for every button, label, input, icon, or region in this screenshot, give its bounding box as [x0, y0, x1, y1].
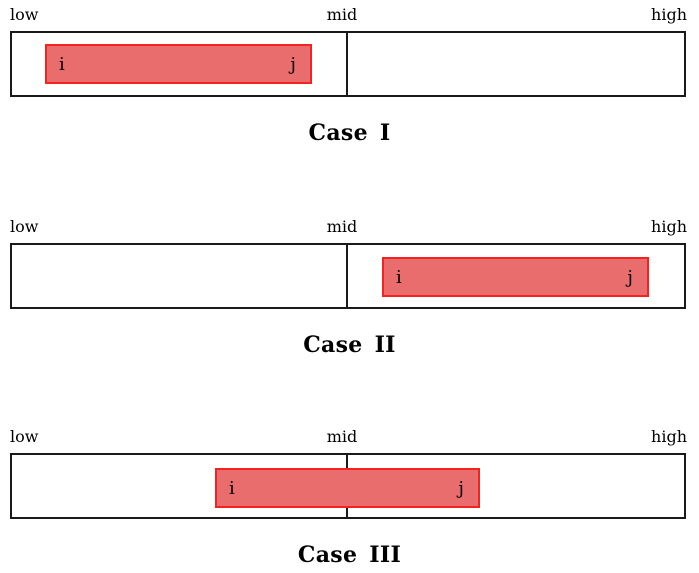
caption-prefix: Case — [308, 120, 368, 146]
search-range-rect: i j — [215, 468, 480, 508]
low-label: low — [10, 217, 39, 236]
case-1-diagram: low mid high i j Case I — [0, 5, 699, 155]
search-range-rect: i j — [382, 257, 649, 297]
range-j-label: j — [290, 53, 296, 75]
caption-numeral: III — [369, 542, 402, 568]
case-caption: Case III — [0, 542, 699, 568]
range-i-label: i — [229, 477, 235, 499]
range-i-label: i — [396, 266, 402, 288]
range-j-label: j — [458, 477, 464, 499]
array-bar: i j — [10, 243, 686, 309]
range-j-label: j — [627, 266, 633, 288]
caption-prefix: Case — [303, 332, 363, 358]
low-label: low — [10, 427, 39, 446]
case-3-diagram: low mid high i j Case III — [0, 427, 699, 573]
mid-label: mid — [326, 217, 358, 236]
array-bar: i j — [10, 453, 686, 519]
high-label: high — [651, 427, 687, 446]
caption-numeral: II — [374, 332, 396, 358]
caption-prefix: Case — [297, 542, 358, 568]
caption-numeral: I — [379, 120, 391, 146]
mid-label: mid — [326, 427, 358, 446]
mid-divider-line — [346, 33, 348, 95]
low-label: low — [10, 5, 39, 24]
mid-divider-line — [346, 245, 348, 307]
high-label: high — [651, 217, 687, 236]
mid-label: mid — [326, 5, 358, 24]
case-caption: Case I — [0, 120, 699, 146]
range-i-label: i — [59, 53, 65, 75]
search-range-rect: i j — [45, 44, 312, 84]
case-caption: Case II — [0, 332, 699, 358]
case-2-diagram: low mid high i j Case II — [0, 217, 699, 367]
array-bar: i j — [10, 31, 686, 97]
high-label: high — [651, 5, 687, 24]
